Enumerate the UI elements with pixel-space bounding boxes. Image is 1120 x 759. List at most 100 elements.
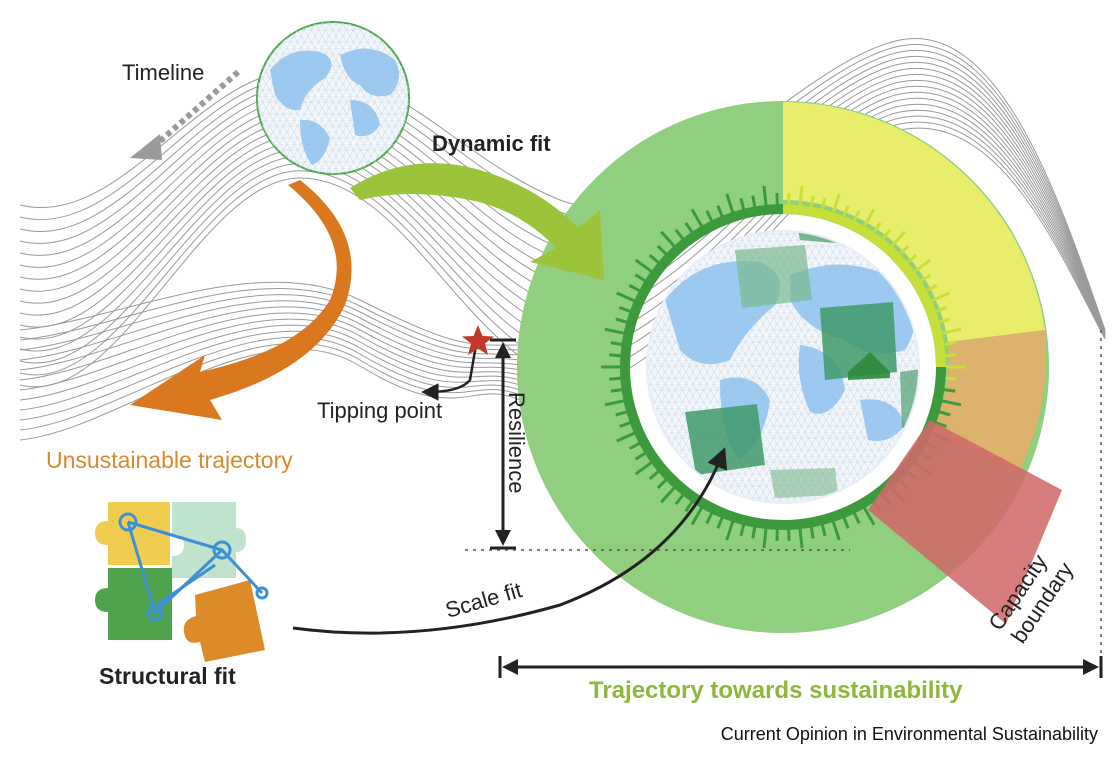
inner-ring-yellow-segment — [782, 204, 946, 368]
ring-tick — [609, 376, 622, 381]
ring-tick — [944, 353, 957, 358]
ring-tick — [798, 185, 804, 207]
ring-tick — [862, 208, 876, 228]
ring-tick — [831, 520, 841, 541]
ring-tick — [842, 205, 850, 218]
ring-tick — [660, 230, 676, 248]
unsustainable-trajectory-label: Unsustainable trajectory — [46, 447, 293, 473]
ring-tick — [684, 221, 694, 234]
ring-tick — [852, 511, 861, 525]
earth-globe — [646, 230, 920, 504]
ring-tick — [634, 451, 647, 461]
ring-tick — [615, 317, 628, 324]
ring-tick — [725, 520, 735, 541]
ring-tick — [943, 388, 956, 393]
ring-tick — [872, 221, 882, 234]
ring-tick — [941, 327, 962, 335]
ring-tick — [898, 245, 910, 256]
yellow-sector — [783, 102, 1045, 342]
resilience-label: Resilience — [504, 392, 529, 494]
ring-tick — [656, 245, 668, 256]
ring-tick — [820, 197, 827, 211]
ring-tick — [934, 306, 948, 314]
wave-line — [19, 294, 521, 356]
resilience-measure — [465, 338, 850, 551]
ring-tick — [628, 441, 641, 451]
timeline-label: Timeline — [122, 60, 204, 85]
ring-tick — [705, 209, 714, 223]
ring-tick — [690, 506, 704, 526]
ring-tick — [604, 327, 625, 335]
ring-tick — [690, 208, 704, 228]
ring-tick — [944, 376, 957, 381]
ring-tick — [820, 523, 827, 537]
ring-tick — [716, 205, 724, 218]
ring-tick — [862, 506, 876, 526]
ring-tick — [890, 230, 906, 248]
ring-tick — [751, 526, 757, 539]
source-credit: Current Opinion in Environmental Sustain… — [721, 724, 1098, 744]
ring-tick — [634, 273, 647, 283]
ring-tick — [618, 420, 632, 428]
ring-tick — [705, 511, 714, 525]
dynamic-fit-arrow — [350, 163, 604, 280]
ring-tick — [634, 461, 653, 476]
wave-line — [19, 342, 521, 431]
ring-tick — [684, 500, 694, 513]
ring-tick — [610, 341, 623, 346]
ring-tick — [660, 486, 676, 504]
tipping-point-arrow — [421, 344, 478, 401]
wave-line — [19, 336, 521, 421]
globe-icon — [256, 21, 410, 175]
ring-tick — [943, 341, 956, 346]
ring-tick — [725, 193, 735, 214]
ring-tick — [615, 410, 628, 417]
ring-tick — [913, 258, 932, 273]
ring-tick — [618, 306, 632, 314]
ring-tick — [762, 527, 768, 549]
structural-fit-label: Structural fit — [99, 663, 236, 689]
ring-tick — [674, 228, 685, 241]
wave-line — [19, 318, 521, 391]
wave-line — [19, 348, 521, 441]
ring-tick — [809, 195, 815, 208]
ring-tick — [762, 185, 768, 207]
ring-tick — [919, 273, 932, 283]
ring-tick — [674, 493, 685, 506]
ring-tick — [906, 254, 918, 265]
ring-tick — [881, 228, 892, 241]
ring-tick — [739, 197, 746, 211]
ring-tick — [798, 527, 804, 549]
ring-tick — [938, 410, 951, 417]
ring-tick — [739, 523, 746, 537]
dynamic-fit-label: Dynamic fit — [432, 131, 551, 156]
ring-tick — [616, 431, 636, 443]
ring-tick — [852, 209, 861, 223]
trajectory-towards-sustainability-label: Trajectory towards sustainability — [589, 677, 963, 704]
tipping-point-label: Tipping point — [317, 398, 442, 423]
scale-fit-arrow — [292, 447, 728, 635]
wave-line — [19, 324, 521, 401]
ring-tick — [610, 388, 623, 393]
ring-tick — [809, 526, 815, 539]
ring-tick — [938, 317, 951, 324]
ring-tick — [842, 516, 850, 529]
ring-tick — [648, 254, 660, 265]
ring-tick — [616, 291, 636, 303]
ring-tick — [634, 258, 653, 273]
ring-tick — [648, 469, 660, 480]
ring-tick — [831, 193, 841, 214]
ring-tick — [628, 283, 641, 293]
star-icon — [462, 325, 494, 355]
ring-tick — [941, 399, 962, 407]
wave-line — [19, 287, 521, 351]
puzzle-icon — [95, 502, 269, 662]
sustainability-span-arrow — [498, 330, 1103, 678]
ring-tick — [930, 291, 950, 303]
ring-tick — [716, 516, 724, 529]
ring-tick — [925, 283, 938, 293]
ring-tick — [656, 478, 668, 489]
capacity-boundary-block — [868, 420, 1062, 624]
ring-tick — [934, 420, 948, 428]
